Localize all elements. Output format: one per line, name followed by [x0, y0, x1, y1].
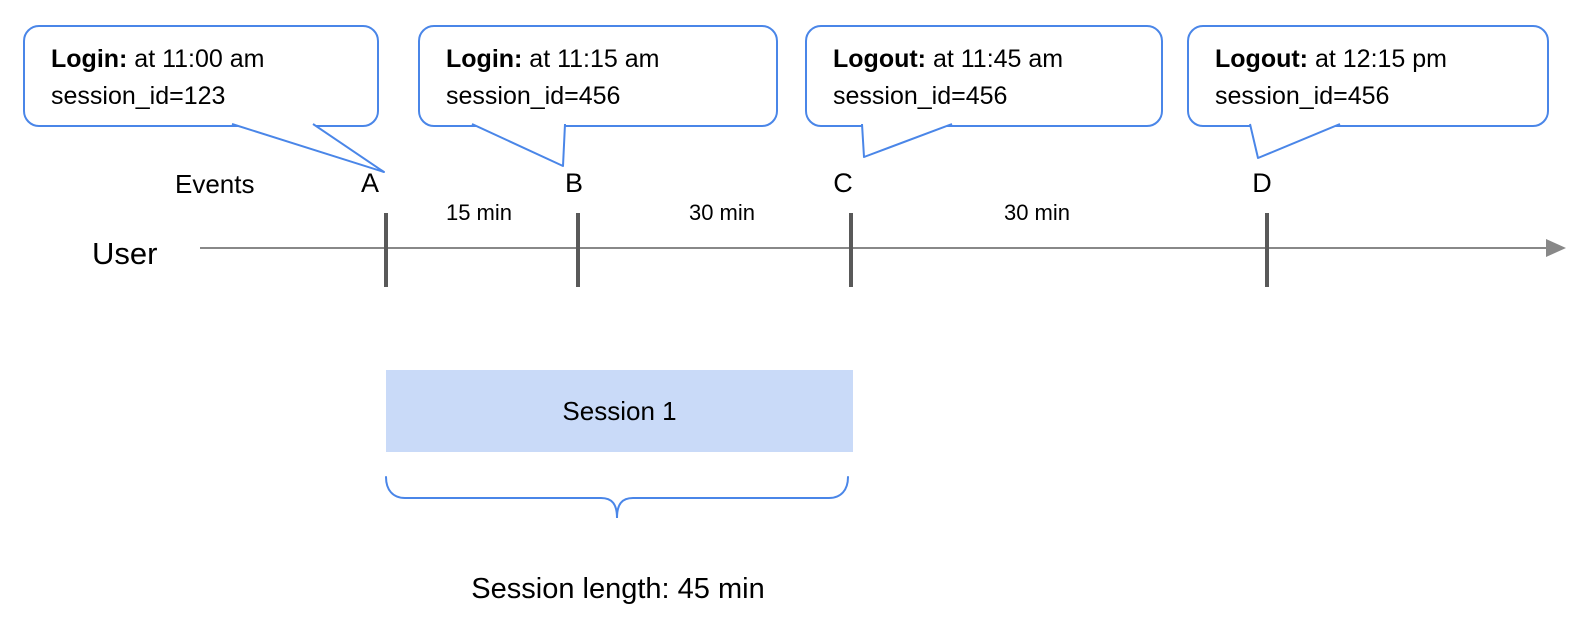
callout-line1: Logout: at 11:45 am [833, 41, 1151, 78]
session-id-text: session_id=456 [1215, 82, 1390, 110]
event-letter-d: D [1252, 168, 1272, 198]
interval-label-bc: 30 min [688, 200, 756, 225]
session-id-text: session_id=123 [51, 82, 226, 110]
callout-tail-c [861, 123, 953, 158]
axis-label-user: User [92, 236, 158, 271]
session-1-label: Session 1 [562, 395, 677, 426]
arrowhead-icon [1546, 239, 1566, 257]
callout-event-c: Logout: at 11:45 am session_id=456 [805, 25, 1163, 127]
event-time-text: at 12:15 pm [1308, 45, 1447, 73]
callout-event-b: Login: at 11:15 am session_id=456 [418, 25, 778, 127]
session-brace [385, 476, 849, 519]
callout-tail-a [231, 123, 385, 173]
session-1-box: Session 1 [386, 370, 853, 452]
event-type-label: Logout: [833, 45, 927, 73]
interval-label-ab: 15 min [445, 200, 513, 225]
session-length-label: Session length: 45 min [471, 573, 765, 605]
events-label: Events [175, 169, 255, 199]
session-id-text: session_id=456 [833, 82, 1008, 110]
event-time-text: at 11:15 am [522, 45, 660, 73]
event-type-label: Login: [51, 45, 128, 73]
callout-line1: Login: at 11:15 am [446, 41, 766, 78]
event-time-text: at 11:00 am [127, 45, 265, 73]
event-type-label: Logout: [1215, 45, 1309, 73]
event-time-text: at 11:45 am [926, 45, 1064, 73]
callout-tail-b [471, 123, 566, 167]
event-letter-b: B [564, 168, 584, 198]
callout-line1: Logout: at 12:15 pm [1215, 41, 1537, 78]
callout-event-a: Login: at 11:00 am session_id=123 [23, 25, 379, 127]
event-type-label: Login: [446, 45, 523, 73]
event-letter-a: A [360, 168, 380, 198]
session-id-text: session_id=456 [446, 82, 621, 110]
callout-line1: Login: at 11:00 am [51, 41, 367, 78]
interval-label-cd: 30 min [1003, 200, 1071, 225]
callout-event-d: Logout: at 12:15 pm session_id=456 [1187, 25, 1549, 127]
callout-tail-d [1249, 123, 1341, 159]
event-letter-c: C [833, 168, 853, 198]
